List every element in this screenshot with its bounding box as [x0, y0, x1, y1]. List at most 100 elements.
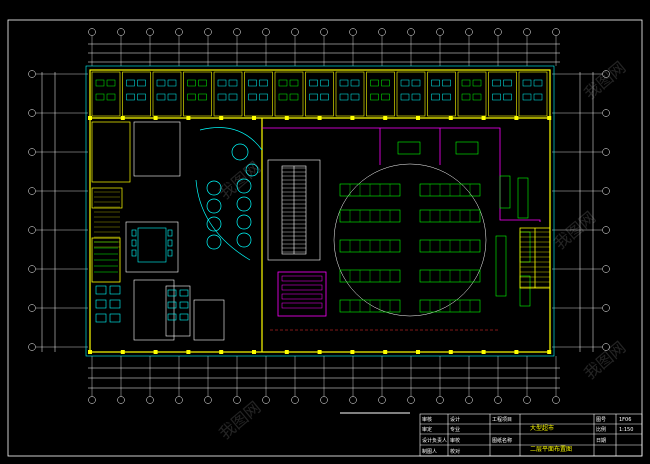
room — [488, 71, 517, 117]
furniture — [95, 93, 105, 101]
axis-bubble — [146, 28, 154, 36]
tb-label-1: 审核 — [422, 416, 432, 423]
column — [448, 350, 453, 354]
furniture — [126, 79, 135, 87]
shelf — [281, 284, 323, 291]
furniture — [309, 79, 318, 87]
tb-label-3: 设计负责人 — [422, 437, 447, 444]
axis-bubble — [320, 396, 328, 404]
furniture — [431, 79, 440, 87]
axis-bubble — [233, 396, 241, 404]
column — [219, 116, 224, 120]
furniture — [167, 79, 177, 87]
column — [252, 350, 256, 354]
room — [122, 71, 151, 117]
shelf — [281, 275, 323, 282]
furniture — [198, 93, 207, 101]
column — [547, 350, 552, 354]
tb-label-5: 设计 — [450, 416, 460, 423]
axis-bubble — [602, 265, 610, 273]
right-stair — [519, 227, 551, 289]
column — [481, 350, 486, 354]
side-axis-bubbles — [28, 70, 610, 351]
column — [284, 116, 289, 120]
axis-bubble — [204, 28, 212, 36]
furniture — [381, 79, 390, 87]
column — [547, 116, 552, 120]
axis-bubble — [175, 28, 183, 36]
shelving-grid — [281, 183, 481, 313]
room — [91, 71, 121, 117]
furniture — [503, 93, 512, 101]
furniture — [522, 93, 532, 101]
column — [416, 350, 420, 354]
furniture — [533, 93, 543, 101]
furniture — [461, 93, 471, 101]
column — [514, 350, 519, 354]
furniture — [106, 79, 116, 87]
furniture — [289, 79, 299, 87]
axis-bubble — [320, 28, 328, 36]
furniture — [442, 93, 451, 101]
axis-bubble — [28, 187, 36, 195]
column — [416, 116, 420, 120]
furniture — [400, 79, 410, 87]
furniture — [187, 93, 196, 101]
watermark-1: 我图网 — [580, 58, 629, 103]
top-axis-bubbles — [88, 28, 560, 66]
central-display-circle — [333, 163, 487, 317]
room — [335, 71, 365, 117]
furniture — [522, 79, 532, 87]
axis-bubble — [28, 265, 36, 273]
column — [481, 116, 486, 120]
watermark-3: 我图网 — [580, 338, 629, 383]
furniture — [228, 93, 238, 101]
axis-bubble — [28, 70, 36, 78]
column — [153, 116, 158, 120]
watermark-5: 我图网 — [215, 398, 264, 443]
furniture — [370, 93, 379, 101]
axis-bubble — [494, 396, 502, 404]
furniture — [228, 79, 238, 87]
furniture — [137, 93, 146, 101]
room — [183, 71, 212, 117]
column — [383, 116, 388, 120]
title-block — [419, 413, 643, 457]
furniture — [370, 79, 379, 87]
axis-bubble — [378, 28, 386, 36]
furniture — [411, 79, 421, 87]
furniture — [503, 79, 512, 87]
furniture — [95, 79, 105, 87]
furniture — [137, 79, 146, 87]
column — [219, 350, 224, 354]
tb-label-4: 制图人 — [422, 448, 437, 455]
furniture — [156, 93, 166, 101]
tb-label-12: 比例 — [596, 426, 606, 433]
tb-label-8: 校对 — [450, 448, 460, 455]
furniture — [400, 93, 410, 101]
furniture — [533, 79, 543, 87]
furniture — [198, 79, 207, 87]
axis-bubble — [262, 28, 270, 36]
furniture — [472, 79, 482, 87]
column — [317, 350, 322, 354]
top-row-rooms — [91, 71, 548, 117]
tb-label-11: 图号 — [596, 417, 606, 423]
tb-label-13: 日期 — [596, 438, 606, 444]
room — [518, 71, 548, 117]
axis-bubble — [291, 28, 299, 36]
column — [120, 350, 125, 354]
axis-bubble — [552, 28, 560, 36]
axis-bubble — [233, 28, 241, 36]
axis-bubble — [552, 396, 560, 404]
column — [186, 116, 191, 120]
axis-bubble — [117, 396, 125, 404]
furniture — [248, 93, 257, 101]
column — [448, 116, 453, 120]
furniture — [492, 93, 501, 101]
room — [427, 71, 456, 117]
bottom-axis-bubbles — [88, 356, 560, 404]
axis-bubble — [602, 70, 610, 78]
lounge-seating — [195, 127, 263, 261]
